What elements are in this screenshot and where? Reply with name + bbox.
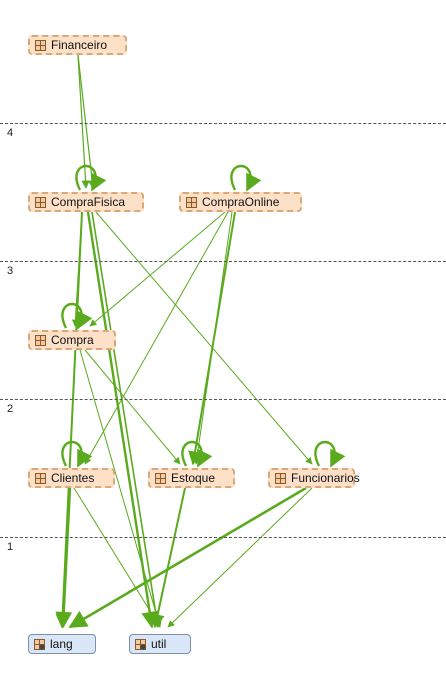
layer-label: 1 <box>7 541 14 553</box>
edge-comprafisica-compra <box>71 211 83 327</box>
edge-clientes-lang <box>55 487 73 629</box>
self-loop-clientes <box>61 440 93 468</box>
node-clientes[interactable]: Clientes <box>28 468 115 488</box>
layer-separator <box>0 261 446 262</box>
package-icon <box>275 472 286 484</box>
layer-separator <box>0 399 446 400</box>
package-icon <box>186 196 197 208</box>
node-label: Estoque <box>171 471 216 485</box>
edge-compraonline-clientes <box>84 211 229 465</box>
edge-comprafisica-funcionarios <box>95 211 313 465</box>
node-label: CompraOnline <box>202 195 280 209</box>
edge-clientes-util <box>73 487 161 628</box>
node-label: lang <box>50 637 73 651</box>
node-label: Funcionarios <box>291 471 360 485</box>
edge-compra-estoque <box>84 349 181 465</box>
node-compraonline[interactable]: CompraOnline <box>179 192 302 212</box>
edge-comprafisica-util <box>86 211 158 629</box>
node-lang[interactable]: lang <box>28 634 96 654</box>
edge-funcionarios-lang <box>68 486 307 629</box>
edge-funcionarios-util <box>167 487 313 628</box>
self-loop-funcionarios <box>314 440 346 468</box>
node-funcionarios[interactable]: Funcionarios <box>268 468 360 488</box>
library-package-icon <box>135 638 146 650</box>
package-icon <box>155 472 166 484</box>
package-icon <box>35 472 46 484</box>
edge-compraonline-compra <box>89 211 226 327</box>
edge-compraonline-estoque-2 <box>193 211 233 465</box>
node-label: Financeiro <box>51 38 108 52</box>
layer-label: 3 <box>7 265 14 277</box>
self-loop-compraonline <box>230 164 262 192</box>
node-util[interactable]: util <box>129 634 191 654</box>
package-icon <box>35 196 46 208</box>
node-label: Compra <box>51 333 94 347</box>
node-label: util <box>151 637 167 651</box>
package-icon <box>35 39 46 51</box>
package-icon <box>35 334 46 346</box>
self-loop-compra <box>61 302 93 330</box>
node-label: CompraFisica <box>51 195 126 209</box>
edge-comprafisica-util-2 <box>91 211 162 629</box>
layer-label: 4 <box>7 127 14 139</box>
node-comprafisica[interactable]: CompraFisica <box>28 192 144 212</box>
node-compra[interactable]: Compra <box>28 330 116 350</box>
library-package-icon <box>34 638 45 650</box>
node-estoque[interactable]: Estoque <box>148 468 235 488</box>
layer-label: 2 <box>7 403 14 415</box>
self-loop-estoque <box>181 440 213 468</box>
self-loop-comprafisica <box>75 164 107 192</box>
node-financeiro[interactable]: Financeiro <box>28 35 127 55</box>
layer-separator <box>0 537 446 538</box>
edge-estoque-util <box>150 487 186 629</box>
layer-separator <box>0 123 446 124</box>
node-label: Clientes <box>51 471 95 485</box>
